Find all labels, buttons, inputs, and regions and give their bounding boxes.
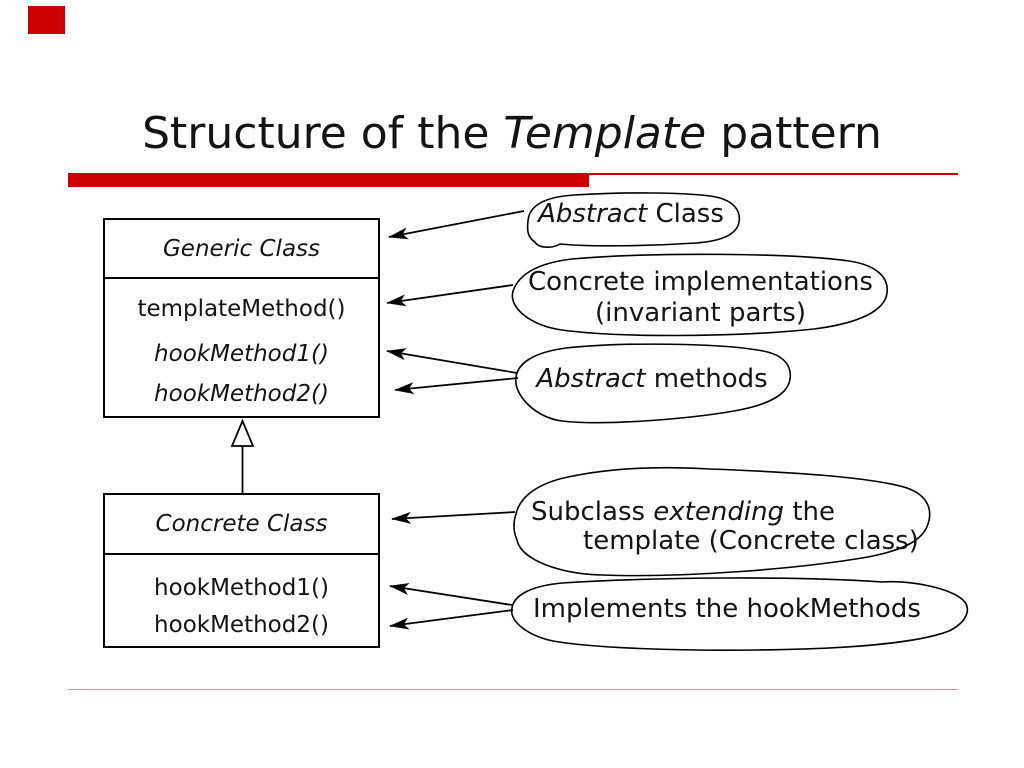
title-text-italic: Template: [503, 108, 707, 159]
title-text-pre: Structure of the: [142, 108, 504, 159]
generic-class-name: Generic Class: [162, 235, 320, 262]
generic-class-name-compartment: Generic Class: [105, 220, 378, 279]
generic-method-template: templateMethod(): [137, 296, 346, 322]
generic-method-hook1: hookMethod1(): [154, 341, 329, 367]
bubble-abstract-methods-label: Abstract methods: [517, 365, 787, 393]
generic-method-hook2: hookMethod2(): [154, 381, 329, 407]
arrow-implements-2: [389, 609, 514, 630]
concrete-method-hook1: hookMethod1(): [154, 575, 329, 601]
bubble-concrete-impl-line1: Concrete implementations: [528, 267, 873, 297]
arrow-abstract-methods-1: [386, 348, 518, 374]
bubble-subclass-line2: template (Concrete class): [583, 526, 919, 556]
title-text-post: pattern: [706, 108, 882, 159]
bubble-implements-label: Implements the hookMethods: [533, 594, 921, 624]
concrete-class-name: Concrete Class: [155, 511, 328, 537]
bubble-subclass-label: Subclass extending the template (Concret…: [531, 498, 951, 556]
corner-accent-square: [28, 6, 65, 34]
slide-title: Structure of the Template pattern: [0, 106, 1024, 161]
footer-rule: [68, 689, 958, 690]
concrete-class-name-compartment: Concrete Class: [105, 495, 378, 555]
arrow-subclass: [391, 511, 516, 524]
bubble-subclass-line1-pre: Subclass: [531, 497, 654, 527]
bubble-concrete-impl-line2: (invariant parts): [595, 298, 806, 328]
arrow-implements-1: [389, 582, 513, 606]
bubble-abstract-methods-italic: Abstract: [536, 364, 646, 394]
generic-class-box: Generic Class templateMethod() hookMetho…: [103, 218, 380, 418]
arrow-concrete-impl: [386, 284, 514, 307]
arrow-abstract-methods-2: [394, 377, 519, 395]
concrete-method-hook2: hookMethod2(): [154, 612, 329, 638]
bubble-abstract-class-rest: Class: [647, 199, 724, 229]
title-rule-bar: [68, 173, 589, 187]
concrete-class-box: Concrete Class hookMethod1() hookMethod2…: [103, 493, 380, 648]
bubble-concrete-impl-label: Concrete implementations (invariant part…: [518, 267, 883, 329]
bubble-abstract-class-italic: Abstract: [538, 199, 648, 229]
arrow-abstract-class: [388, 210, 525, 240]
bubble-subclass-line1: Subclass extending the: [531, 498, 951, 527]
bubble-subclass-line1-italic: extending: [653, 497, 785, 527]
bubble-abstract-class-label: Abstract Class: [522, 200, 740, 228]
inheritance-triangle-icon: [230, 418, 255, 447]
bubble-abstract-methods-rest: methods: [645, 364, 768, 394]
bubble-subclass-line1-post: the: [784, 497, 835, 527]
